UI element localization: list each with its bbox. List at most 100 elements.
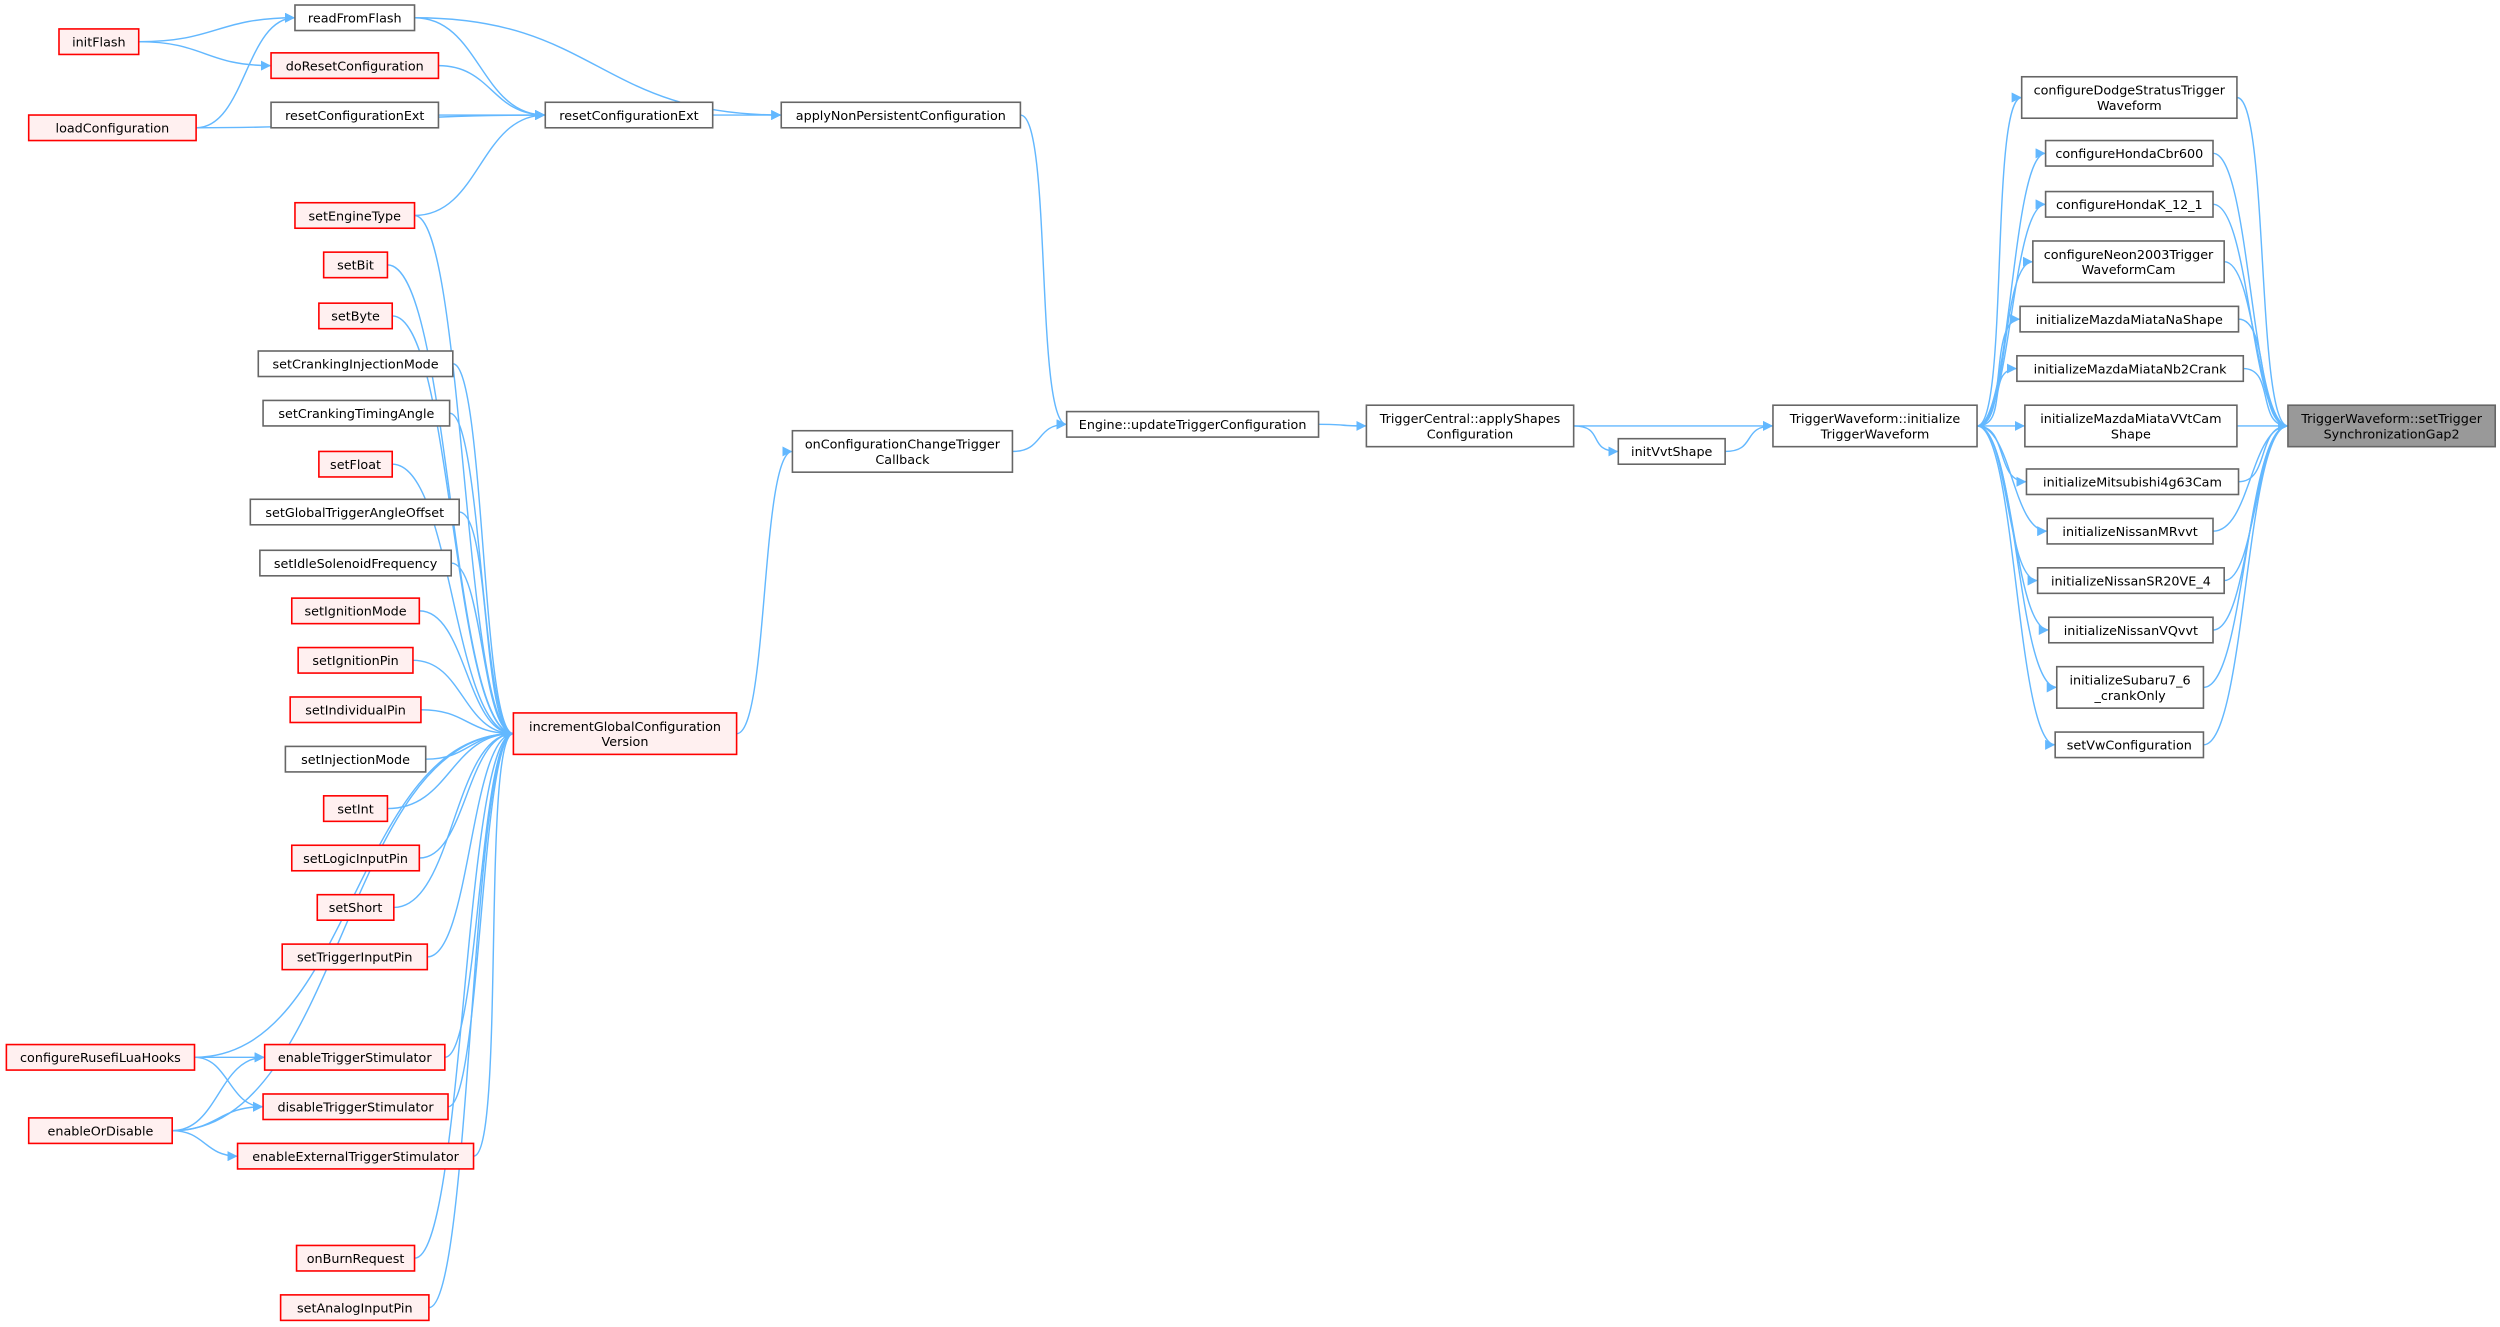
node-initialize-trigger-waveform[interactable]: TriggerWaveform::initializeTriggerWavefo… — [1772, 404, 1978, 448]
edge-set-engine-type-to-reset-configuration-ext — [414, 110, 546, 217]
node-label: SynchronizationGap2 — [2324, 427, 2460, 442]
node-set-injection-mode[interactable]: setInjectionMode — [284, 745, 427, 773]
node-reset-configuration-ext[interactable]: resetConfigurationExt — [544, 101, 714, 129]
node-box — [249, 498, 460, 526]
node-box — [58, 28, 140, 56]
node-set-float[interactable]: setFloat — [318, 450, 394, 478]
node-on-burn-request[interactable]: onBurnRequest — [295, 1244, 416, 1272]
node-configure-honda-k-12-1[interactable]: configureHondaK_12_1 — [2044, 190, 2214, 218]
edge-configure-rusefi-lua-hooks-to-disable-trigger-stimulator — [194, 1056, 264, 1112]
node-box — [2046, 517, 2214, 545]
node-initialize-nissan-vqvvt[interactable]: initializeNissanVQvvt — [2047, 616, 2214, 644]
node-set-ignition-mode[interactable]: setIgnitionMode — [290, 597, 421, 625]
edge-enable-trigger-stimulator-to-increment-global-configuration-version — [444, 728, 514, 1059]
node-label: applyNonPersistentConfiguration — [796, 109, 1006, 124]
node-box — [290, 844, 421, 872]
node-set-cranking-injection-mode[interactable]: setCrankingInjectionMode — [257, 350, 454, 378]
node-set-bit[interactable]: setBit — [322, 251, 389, 279]
edge-initialize-trigger-waveform-to-set-vw-configuration — [1976, 425, 2056, 750]
node-configure-rusefi-lua-hooks[interactable]: configureRusefiLuaHooks — [5, 1043, 196, 1071]
node-set-trigger-input-pin[interactable]: setTriggerInputPin — [281, 943, 429, 971]
node-read-from-flash[interactable]: readFromFlash — [294, 4, 416, 32]
node-label: setInjectionMode — [301, 753, 410, 768]
node-box — [2036, 567, 2225, 595]
node-initialize-mazda-miata-na-shape[interactable]: initializeMazdaMiataNaShape — [2019, 305, 2240, 333]
node-disable-trigger-stimulator[interactable]: disableTriggerStimulator — [262, 1093, 449, 1121]
node-label: setVwConfiguration — [2067, 739, 2192, 754]
node-label: configureRusefiLuaHooks — [20, 1051, 181, 1066]
node-set-engine-type[interactable]: setEngineType — [294, 201, 416, 230]
node-initialize-mitsubishi4g63-cam[interactable]: initializeMitsubishi4g63Cam — [2025, 468, 2240, 496]
edge-disable-trigger-stimulator-to-increment-global-configuration-version — [447, 728, 514, 1108]
node-set-int[interactable]: setInt — [322, 795, 389, 823]
node-box — [1365, 404, 1575, 448]
node-set-ignition-pin[interactable]: setIgnitionPin — [297, 646, 414, 674]
edge-initialize-nissan-mrvvt-to-set-trigger-synchronization-gap2 — [2212, 420, 2288, 532]
node-box — [284, 745, 427, 773]
node-label: enableOrDisable — [48, 1124, 154, 1139]
node-configure-honda-cbr600[interactable]: configureHondaCbr600 — [2044, 139, 2214, 167]
node-label: disableTriggerStimulator — [278, 1101, 435, 1116]
node-reset-configuration-ext-l[interactable]: resetConfigurationExt — [270, 101, 440, 129]
edge-init-vvt-shape-to-initialize-trigger-waveform — [1725, 420, 1773, 453]
node-update-trigger-configuration[interactable]: Engine::updateTriggerConfiguration — [1065, 410, 1320, 438]
edge-configure-honda-cbr600-to-set-trigger-synchronization-gap2 — [2212, 152, 2289, 431]
node-box — [2044, 190, 2214, 218]
edge-set-cranking-injection-mode-to-increment-global-configuration-version — [452, 363, 514, 739]
edge-on-configuration-change-trigger-callback-to-update-trigger-configuration — [1012, 419, 1067, 453]
node-load-configuration[interactable]: loadConfiguration — [27, 114, 197, 142]
node-set-cranking-timing-angle[interactable]: setCrankingTimingAngle — [262, 399, 451, 427]
node-set-global-trigger-angle-offset[interactable]: setGlobalTriggerAngleOffset — [249, 498, 460, 526]
node-do-reset-configuration[interactable]: doResetConfiguration — [270, 52, 440, 80]
node-set-idle-solenoid-frequency[interactable]: setIdleSolenoidFrequency — [259, 549, 453, 577]
node-set-trigger-synchronization-gap2[interactable]: TriggerWaveform::setTriggerSynchronizati… — [2287, 404, 2497, 448]
node-label: setIndividualPin — [305, 704, 406, 719]
node-label: Waveform — [2097, 99, 2162, 114]
node-set-vw-configuration[interactable]: setVwConfiguration — [2054, 731, 2205, 759]
node-box — [281, 943, 429, 971]
edge-do-reset-configuration-to-reset-configuration-ext — [438, 64, 546, 121]
node-apply-non-persistent-configuration[interactable]: applyNonPersistentConfiguration — [780, 101, 1022, 129]
node-enable-trigger-stimulator[interactable]: enableTriggerStimulator — [263, 1043, 446, 1071]
node-initialize-nissan-mrvvt[interactable]: initializeNissanMRvvt — [2046, 517, 2214, 545]
node-set-logic-input-pin[interactable]: setLogicInputPin — [290, 844, 421, 872]
node-set-byte[interactable]: setByte — [318, 302, 394, 330]
node-initialize-nissan-sr20-ve-4[interactable]: initializeNissanSR20VE_4 — [2036, 567, 2225, 595]
node-label: setBit — [337, 259, 374, 274]
node-set-analog-input-pin[interactable]: setAnalogInputPin — [279, 1294, 430, 1322]
node-label: setInt — [337, 802, 373, 817]
node-box — [297, 646, 414, 674]
node-label: initFlash — [72, 35, 126, 50]
node-label: setEngineType — [309, 209, 402, 224]
node-box — [263, 1043, 446, 1071]
edge-enable-or-disable-to-increment-global-configuration-version — [172, 728, 514, 1132]
node-init-flash[interactable]: initFlash — [58, 28, 140, 56]
node-box — [318, 302, 394, 330]
node-label: initializeNissanVQvvt — [2064, 624, 2198, 639]
node-box — [1772, 404, 1978, 448]
node-box — [5, 1043, 196, 1071]
edge-initialize-trigger-waveform-to-initialize-subaru7-6-crank-only — [1976, 425, 2057, 693]
node-init-vvt-shape[interactable]: initVvtShape — [1617, 437, 1726, 465]
node-set-individual-pin[interactable]: setIndividualPin — [289, 696, 422, 724]
node-label: setByte — [331, 310, 380, 325]
node-box — [2024, 404, 2238, 448]
edge-load-configuration-to-read-from-flash — [196, 12, 295, 129]
node-label: readFromFlash — [308, 12, 402, 27]
node-enable-or-disable[interactable]: enableOrDisable — [27, 1117, 173, 1145]
node-set-short[interactable]: setShort — [316, 893, 395, 921]
node-enable-external-trigger-stimulator[interactable]: enableExternalTriggerStimulator — [236, 1142, 475, 1170]
node-box — [2020, 75, 2238, 120]
node-label: configureHondaK_12_1 — [2056, 198, 2203, 213]
node-label: resetConfigurationExt — [285, 109, 424, 124]
node-label: setIdleSolenoidFrequency — [274, 557, 438, 572]
node-initialize-subaru7-6-crank-only[interactable]: initializeSubaru7_6_crankOnly — [2055, 665, 2205, 709]
node-initialize-mazda-miata-nb2-crank[interactable]: initializeMazdaMiataNb2Crank — [2016, 354, 2245, 383]
